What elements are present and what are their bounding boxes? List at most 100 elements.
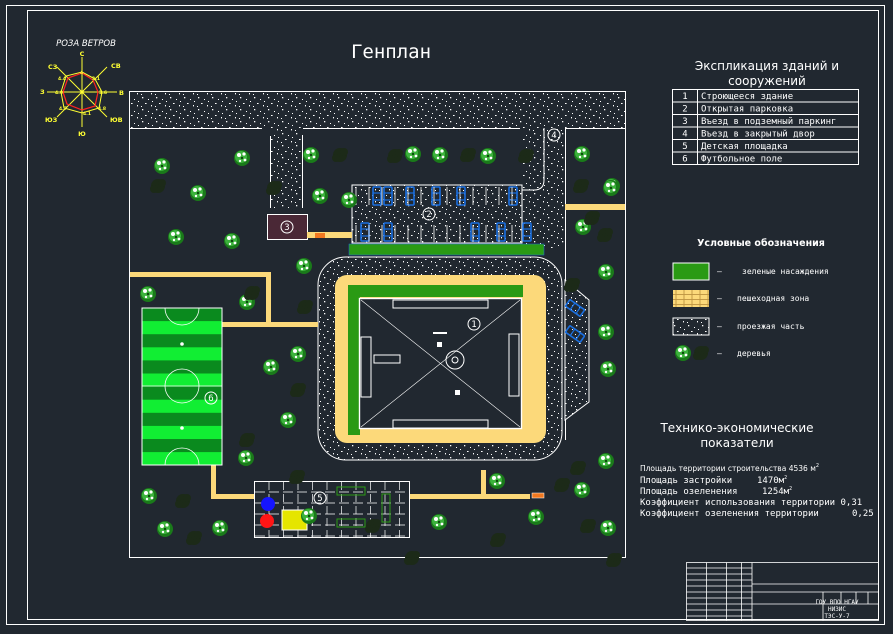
inner-frame [27, 10, 879, 620]
tep-row-1: Площадь территории строительства 4536 м2 [640, 463, 819, 473]
val-w: 4.0 [55, 90, 63, 96]
marker-1: 1 [471, 320, 476, 330]
tree [168, 229, 184, 245]
tree [303, 147, 319, 163]
explication-row-name: Открытая парковка [701, 105, 793, 115]
tree [405, 146, 421, 162]
dir-e: В [119, 89, 124, 97]
legend: Условные обозначения – зеленые насаждени… [672, 238, 829, 361]
val-s: 4.1 [83, 111, 91, 117]
marker-4: 4 [551, 131, 556, 141]
tree [600, 520, 616, 536]
legend-title: Условные обозначения [697, 238, 825, 249]
legend-label-pedestrian: пешеходная зона [737, 294, 809, 303]
legend-dash: – [717, 322, 722, 331]
val-e: 3.6 [99, 90, 107, 96]
shrub [460, 148, 476, 162]
tree [432, 147, 448, 163]
pedestrian-paths [130, 204, 625, 499]
tree [431, 514, 447, 530]
shrub [175, 494, 191, 508]
tep-row-4: Коэффициент использования территории 0,3… [640, 498, 862, 508]
tep-title-2: показатели [700, 436, 773, 450]
wind-rose-polygon [62, 72, 99, 111]
legend-swatch-pedestrian [673, 290, 709, 307]
shrub [290, 383, 306, 397]
val-sw: 4.7 [59, 106, 67, 112]
shrub [597, 228, 613, 242]
dir-sw: ЮЗ [45, 116, 58, 124]
shrub [606, 553, 622, 567]
legend-dash: – [717, 294, 722, 303]
val-nw: 4.4 [58, 76, 66, 82]
ramp-driveway [271, 128, 303, 208]
hedge-top [348, 285, 523, 297]
marker-5: 5 [317, 494, 322, 504]
explication-title-2: сооружений [728, 74, 806, 88]
marker-2: 2 [426, 210, 431, 220]
legend-label-trees: деревья [737, 349, 771, 358]
explication-title-1: Экспликация зданий и [695, 59, 839, 73]
tree [212, 520, 228, 536]
tree [598, 324, 614, 340]
marker-3: 3 [284, 223, 289, 233]
shrub [244, 286, 260, 300]
wind-rose-title: РОЗА ВЕТРОВ [56, 39, 116, 49]
wind-rose: РОЗА ВЕТРОВ С СВ В ЮВ Ю ЮЗ З СЗ 4 3.1 3.… [40, 39, 124, 138]
tree [301, 508, 317, 524]
explication-row-num: 6 [682, 155, 687, 165]
explication-row-name: Въезд в подземный паркинг [701, 117, 836, 127]
shrub [490, 533, 506, 547]
underground-parking-entrance [267, 214, 308, 240]
shrub [239, 433, 255, 447]
tree [574, 482, 590, 498]
tree [234, 150, 250, 166]
dir-n: С [80, 50, 85, 58]
legend-label-green: зеленые насаждения [742, 267, 829, 276]
title-block-code: ТЭС-У-7 [824, 613, 850, 620]
val-n: 4 [80, 70, 83, 76]
explication-row-name: Строющееся здание [701, 92, 793, 102]
explication-row-name: Въезд в закрытый двор [701, 130, 815, 140]
title-block-dept: НИЗИС [828, 606, 846, 613]
tree [141, 488, 157, 504]
shrub [573, 179, 589, 193]
tree [341, 192, 357, 208]
plan-title: Генплан [351, 41, 431, 63]
explication-row-name: Футбольное поле [701, 154, 782, 165]
title-block-org: ГОУ ВПО НГАУ [815, 599, 859, 606]
top-road [130, 92, 625, 128]
site-boundary [129, 91, 626, 558]
explication-row-num: 5 [682, 142, 687, 152]
tree [528, 509, 544, 525]
tree [290, 346, 306, 362]
val-se: 4.8 [98, 106, 106, 112]
explication-row-name: Детская площадка [701, 142, 788, 152]
tree [603, 180, 619, 196]
legend-label-roadway: проезжая часть [737, 322, 805, 331]
outer-frame [6, 5, 885, 625]
shrub [387, 149, 403, 163]
legend-dash: – [717, 349, 722, 358]
marker-6: 6 [208, 394, 213, 404]
tree [600, 361, 616, 377]
kids-playground [254, 481, 410, 538]
dir-se: ЮВ [110, 116, 123, 124]
tree [190, 185, 206, 201]
explication-row-num: 3 [682, 117, 687, 127]
val-ne: 3.1 [92, 76, 100, 82]
tech-economic-indicators: Технико-экономические показатели Площадь… [640, 421, 874, 519]
shrub [150, 179, 166, 193]
shrub [554, 478, 570, 492]
dir-w: З [40, 88, 45, 96]
tree [280, 412, 296, 428]
shrub [186, 531, 202, 545]
shrub [404, 551, 420, 565]
tree [480, 148, 496, 164]
tree [574, 146, 590, 162]
tree [263, 359, 279, 375]
shrub [580, 519, 596, 533]
